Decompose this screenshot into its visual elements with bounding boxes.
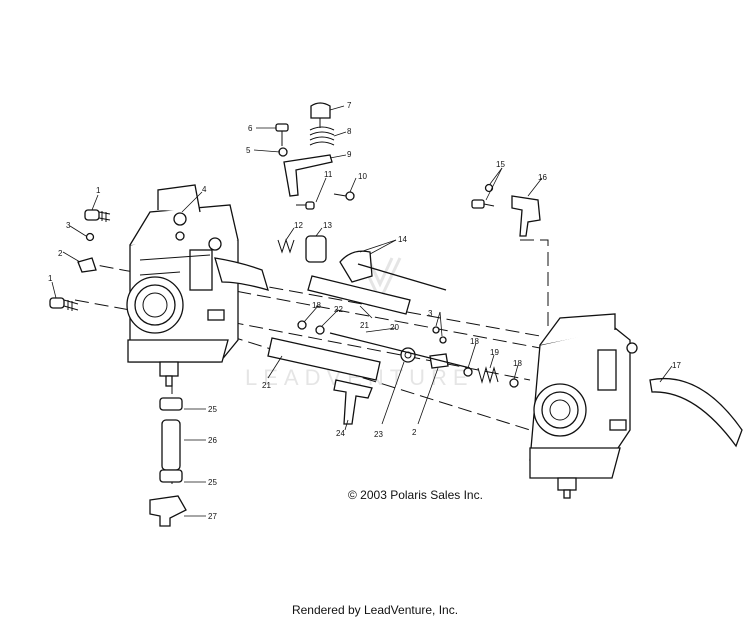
- callout-21: 21: [360, 321, 369, 330]
- callout-4: 4: [202, 185, 207, 194]
- callout-labels: 1 1 2 2 3 3 4 5 6 7 8 9 10 11 12 13 14 1…: [48, 101, 681, 521]
- callout-18: 18: [312, 301, 321, 310]
- right-carburetor: [529, 313, 638, 499]
- callout-18: 18: [513, 359, 522, 368]
- shafts-and-tubes: [149, 275, 743, 527]
- callout-8: 8: [347, 127, 352, 136]
- copyright-notice: © 2003 Polaris Sales Inc.: [348, 488, 483, 502]
- callout-5: 5: [246, 146, 251, 155]
- callout-3: 3: [428, 309, 433, 318]
- callout-23: 23: [374, 430, 383, 439]
- callout-6: 6: [248, 124, 253, 133]
- callout-22: 22: [334, 305, 343, 314]
- callout-14: 14: [398, 235, 407, 244]
- callout-9: 9: [347, 150, 352, 159]
- callout-27: 27: [208, 512, 217, 521]
- callout-2: 2: [58, 249, 63, 258]
- callout-20: 20: [390, 323, 399, 332]
- callout-24: 24: [336, 429, 345, 438]
- callout-25: 25: [208, 405, 217, 414]
- callout-12: 12: [294, 221, 303, 230]
- callout-19: 19: [490, 348, 499, 357]
- callout-21: 21: [262, 381, 271, 390]
- render-credit: Rendered by LeadVenture, Inc.: [291, 603, 459, 617]
- callout-1: 1: [48, 274, 53, 283]
- callout-16: 16: [538, 173, 547, 182]
- callout-13: 13: [323, 221, 332, 230]
- callout-10: 10: [358, 172, 367, 181]
- callout-25: 25: [208, 478, 217, 487]
- callout-15: 15: [496, 160, 505, 169]
- hardware-parts: [49, 102, 541, 388]
- callout-26: 26: [208, 436, 217, 445]
- callout-2: 2: [412, 428, 417, 437]
- callout-3: 3: [66, 221, 71, 230]
- callout-1: 1: [96, 186, 101, 195]
- callout-11: 11: [324, 170, 333, 179]
- callout-17: 17: [672, 361, 681, 370]
- left-carburetor: [126, 184, 269, 387]
- callout-18: 18: [470, 337, 479, 346]
- callout-leaders: [51, 105, 673, 517]
- callout-7: 7: [347, 101, 352, 110]
